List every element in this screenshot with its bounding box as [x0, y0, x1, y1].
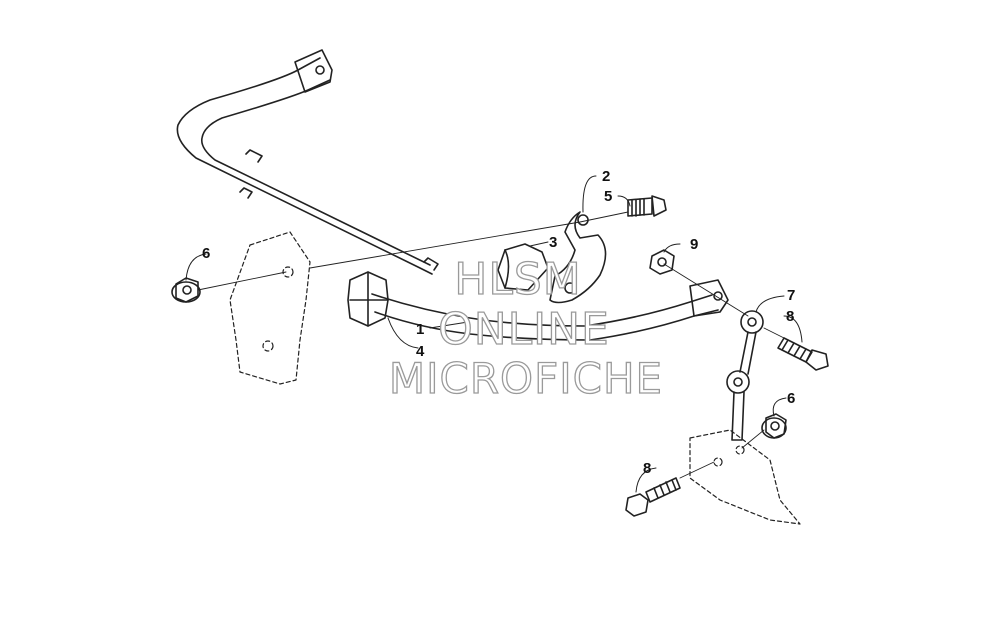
callout-9: 9 — [690, 236, 698, 253]
bushing — [497, 243, 549, 291]
bushing-clamp — [549, 211, 607, 304]
bolt-8-lower — [625, 477, 681, 517]
bushing-left — [347, 271, 389, 327]
stabilizer-link — [726, 310, 764, 441]
callout-8-upper: 8 — [786, 308, 794, 325]
flange-nut-right — [761, 413, 787, 439]
callout-6-right: 6 — [787, 390, 795, 407]
callout-2: 2 — [602, 168, 610, 185]
callout-7: 7 — [787, 287, 795, 304]
callout-3: 3 — [549, 234, 557, 251]
callout-labels: 1 2 3 4 5 6 6 7 8 8 9 — [202, 168, 795, 477]
flange-nut-left — [171, 277, 201, 303]
bolt-5 — [627, 195, 667, 217]
leader-lines — [185, 175, 803, 493]
callout-4: 4 — [416, 343, 425, 360]
callout-1: 1 — [416, 321, 424, 338]
assembly-lines — [197, 211, 785, 479]
callout-6-left: 6 — [202, 245, 210, 262]
bolt-8-upper — [777, 337, 829, 371]
stabilizer-bar — [176, 49, 729, 341]
left-frame-bracket — [229, 231, 311, 385]
nut-9 — [649, 249, 675, 275]
callout-5: 5 — [604, 188, 612, 205]
right-frame-bracket — [689, 429, 801, 525]
callout-8-lower: 8 — [643, 460, 651, 477]
